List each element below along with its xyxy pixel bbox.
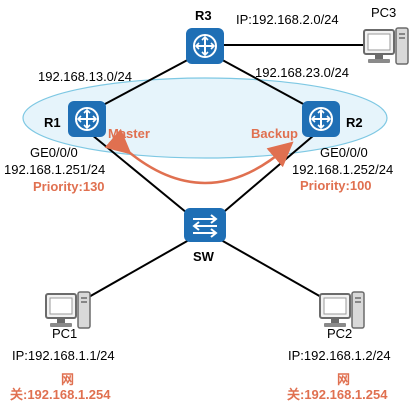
- pc2-ip-label: IP:192.168.1.2/24: [288, 348, 391, 363]
- r1-priority-label: Priority:130: [33, 179, 105, 194]
- r1-interface-label: GE0/0/0: [30, 145, 78, 160]
- sw-label: SW: [193, 249, 214, 264]
- vrrp-switchover-arrow: [104, 128, 294, 185]
- pc2-gateway-label: 关:192.168.1.254: [287, 387, 388, 402]
- r1-ip-label: 192.168.1.251/24: [4, 162, 106, 177]
- pc1-icon: [45, 291, 91, 329]
- r2-interface-label: GE0/0/0: [320, 145, 368, 160]
- r3-label: R3: [195, 8, 212, 23]
- pc3-label: PC3: [371, 5, 397, 20]
- r2-label: R2: [346, 115, 363, 130]
- switch-sw-icon: [184, 208, 226, 242]
- router-r1-icon: [68, 101, 106, 137]
- r2-priority-label: Priority:100: [300, 178, 372, 193]
- pc1-ip-label: IP:192.168.1.1/24: [12, 348, 115, 363]
- master-label: Master: [108, 126, 150, 141]
- r3-r1-network-label: 192.168.13.0/24: [38, 69, 132, 84]
- link-r3-r1: [89, 55, 196, 113]
- link-sw-pc1: [79, 235, 197, 303]
- pc3-icon: [363, 27, 409, 65]
- link-r3-r2: [214, 55, 319, 113]
- r1-label: R1: [44, 115, 61, 130]
- pc1-gateway-label: 关:192.168.1.254: [10, 387, 111, 402]
- link-sw-pc2: [213, 235, 331, 303]
- pc2-label: PC2: [327, 326, 353, 341]
- pc1-label: PC1: [52, 326, 78, 341]
- link-r2-sw: [211, 129, 321, 223]
- router-r3-icon: [186, 28, 224, 64]
- r3-r2-network-label: 192.168.23.0/24: [255, 65, 349, 80]
- pc3-network-label: IP:192.168.2.0/24: [236, 12, 339, 27]
- router-r2-icon: [302, 101, 340, 137]
- backup-label: Backup: [251, 126, 298, 141]
- pc2-icon: [319, 291, 365, 329]
- r2-ip-label: 192.168.1.252/24: [292, 162, 394, 177]
- pc1-gateway-prefix: 网: [61, 372, 75, 387]
- pc2-gateway-prefix: 网: [337, 372, 351, 387]
